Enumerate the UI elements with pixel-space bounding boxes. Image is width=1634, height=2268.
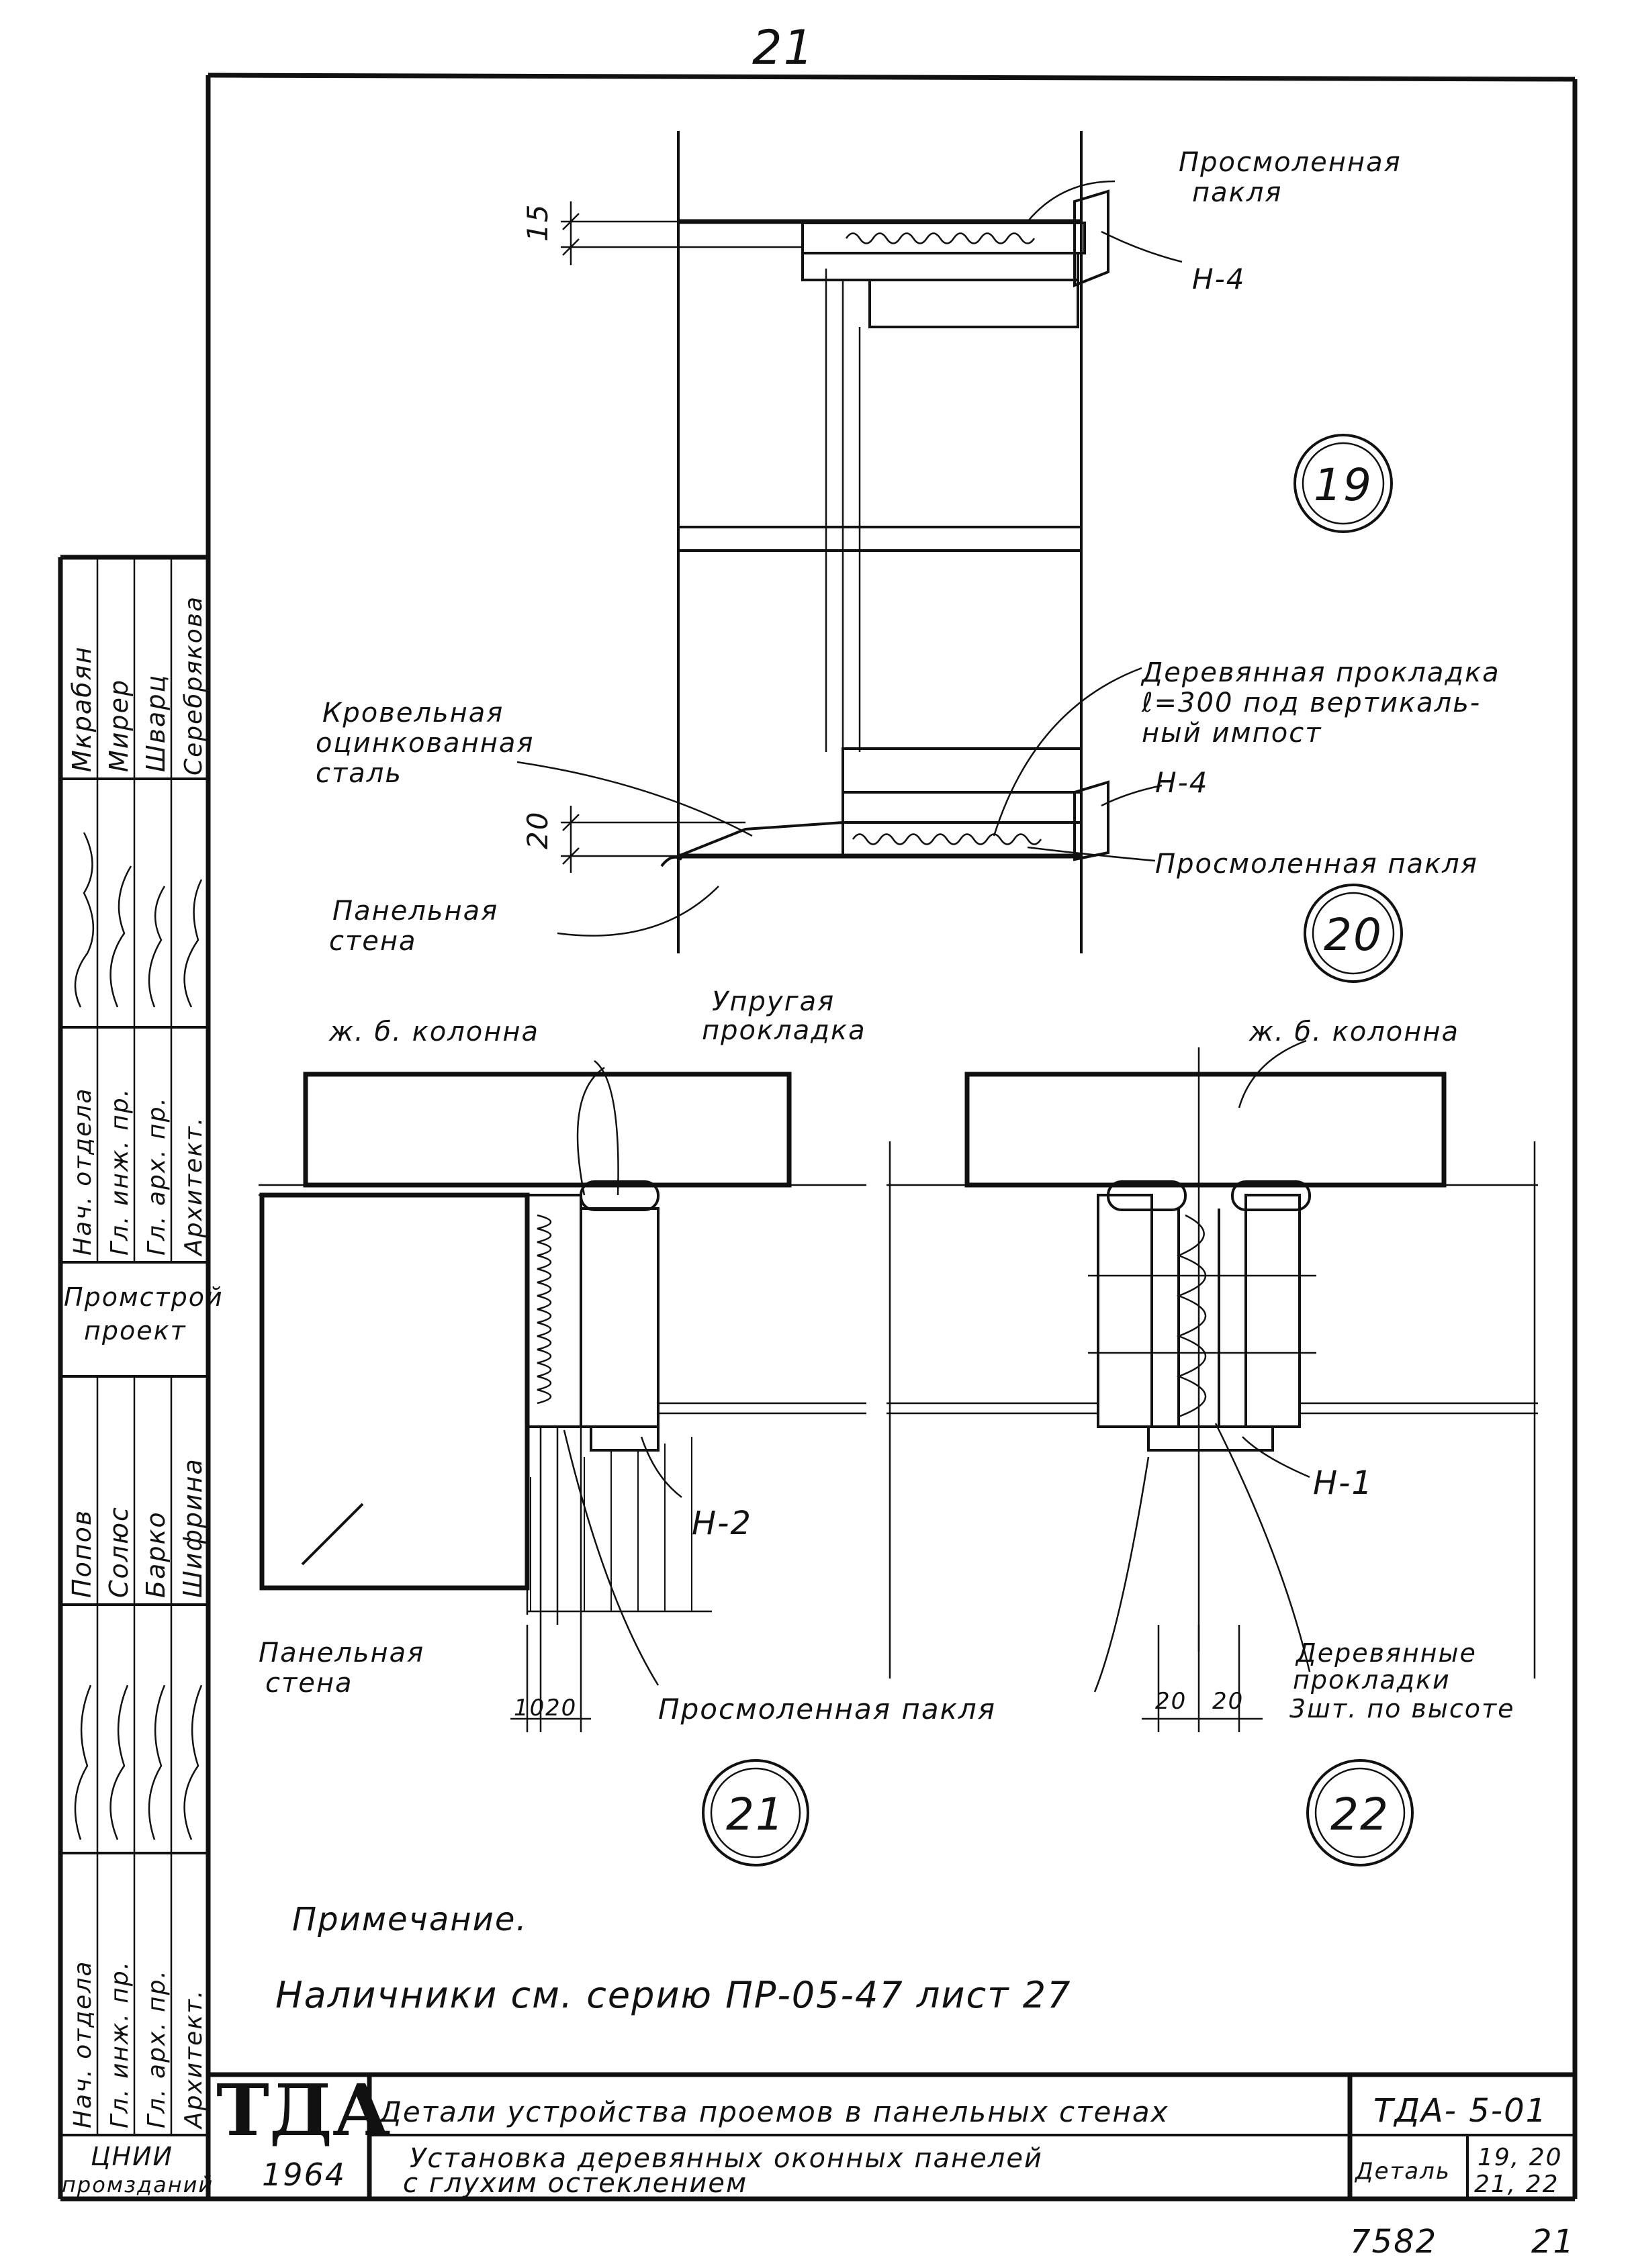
sheet-frame bbox=[60, 73, 1578, 2202]
side-lower-name-2: Солюс bbox=[104, 1506, 134, 1598]
side-upper-role-2: Гл. инж. пр. bbox=[106, 1088, 134, 1256]
h2-label: Н-2 bbox=[692, 1505, 752, 1542]
side-upper-role-3: Гл. арх. пр. bbox=[143, 1096, 171, 1256]
dim-15-label: 15 bbox=[521, 203, 554, 242]
rc-column-right: ж. б. колонна bbox=[1249, 1017, 1459, 1047]
wood-gasket-line1: Деревянная прокладка bbox=[1140, 657, 1500, 688]
note-text: Наличники см. серию ПР-05-47 лист 27 bbox=[275, 1974, 1072, 2016]
elastic-gasket-line2: прокладка bbox=[702, 1015, 866, 1046]
tarred-oakum-top-line2: пакля bbox=[1192, 177, 1282, 208]
stamp-detail-label: Деталь bbox=[1354, 2158, 1451, 2185]
side-lower-name-4: Шифрина bbox=[178, 1458, 208, 1598]
wood-gasket-line3: ный импост bbox=[1142, 718, 1322, 749]
detail-20-number: 20 bbox=[1324, 909, 1383, 961]
stamp-title-line2: Установка деревянных оконных панелей bbox=[410, 2143, 1043, 2174]
side-upper-name-2: Мирер bbox=[104, 679, 134, 772]
detail-20-drawing: 20 bbox=[516, 667, 1163, 953]
wood-gasket-line2: ℓ=300 под вертикаль- bbox=[1141, 688, 1481, 718]
side-upper-role-1: Нач. отдела bbox=[69, 1088, 97, 1256]
tarred-oakum-mid: Просмоленная пакля bbox=[1155, 849, 1478, 880]
side-upper-name-4: Серебрякова bbox=[180, 596, 208, 775]
side-lower-role-4: Архитект. bbox=[180, 1989, 208, 2130]
detail-19-number: 19 bbox=[1314, 459, 1373, 511]
dim-10-label: 10 bbox=[514, 1695, 545, 1721]
detail-22-drawing bbox=[887, 1039, 1538, 1693]
h4-mid-label: Н-4 bbox=[1155, 766, 1208, 799]
note-heading: Примечание. bbox=[292, 1901, 528, 1938]
detail-22-number: 22 bbox=[1330, 1789, 1390, 1840]
detail-19-drawing: 15 bbox=[521, 131, 1183, 752]
stamp-code: ТДА- 5-01 bbox=[1373, 2092, 1547, 2130]
tarred-oakum-bottom: Просмоленная пакля bbox=[658, 1693, 996, 1726]
dim-20a-label: 20 bbox=[545, 1695, 577, 1721]
tarred-oakum-top-line1: Просмоленная bbox=[1179, 147, 1402, 178]
panel-wall-2-line2: стена bbox=[265, 1668, 353, 1699]
detail-22-marker: 22 bbox=[1306, 1759, 1414, 1867]
roof-steel-line1: Кровельная bbox=[322, 698, 504, 728]
inventory-number: 7582 bbox=[1350, 2223, 1437, 2261]
stamp-title-line1: Детали устройства проемов в панельных ст… bbox=[378, 2095, 1169, 2128]
panel-wall-1-line2: стена bbox=[329, 926, 417, 957]
signatures-upper bbox=[74, 832, 203, 1008]
elastic-gasket-line1: Упругая bbox=[712, 986, 835, 1017]
side-lower-role-1: Нач. отдела bbox=[69, 1960, 97, 2128]
page-number-bottom: 21 bbox=[1531, 2223, 1575, 2261]
side-stamp-grid bbox=[58, 555, 208, 2199]
roof-steel-line2: оцинкованная bbox=[316, 728, 534, 759]
h4-top-label: Н-4 bbox=[1192, 263, 1245, 295]
detail-21-marker: 21 bbox=[702, 1759, 809, 1867]
stamp-title-line3: с глухим остеклением bbox=[403, 2168, 747, 2199]
side-upper-org-2: проект bbox=[84, 1316, 187, 1345]
side-lower-org-2: промзданий bbox=[62, 2172, 214, 2198]
detail-20-marker: 20 bbox=[1304, 884, 1403, 983]
detail-19-marker: 19 bbox=[1293, 434, 1393, 533]
roof-steel-line3: сталь bbox=[316, 758, 402, 789]
tda-logo: ТДА bbox=[216, 2068, 390, 2152]
detail-21-dimensions bbox=[510, 1625, 591, 1732]
side-upper-org-1: Промстрой bbox=[64, 1282, 224, 1312]
side-lower-org-1: ЦНИИ bbox=[91, 2142, 173, 2171]
side-lower-name-1: Попов bbox=[67, 1509, 97, 1598]
stamp-detail-numbers-2: 21, 22 bbox=[1474, 2171, 1559, 2198]
dim-20b-label: 20 bbox=[1155, 1688, 1187, 1715]
h1-label: Н-1 bbox=[1313, 1464, 1373, 1502]
panel-wall-2-line1: Панельная bbox=[259, 1638, 424, 1668]
stamp-year: 1964 bbox=[262, 2157, 346, 2193]
wood-gaskets-line1: Деревянные bbox=[1295, 1638, 1477, 1668]
rc-column-left: ж. б. колонна bbox=[328, 1017, 539, 1047]
side-upper-name-3: Шварц bbox=[141, 674, 171, 772]
side-upper-name-1: Мкрабян bbox=[67, 646, 97, 772]
title-block bbox=[206, 2072, 1575, 2199]
side-lower-role-2: Гл. инж. пр. bbox=[106, 1960, 134, 2128]
detail-21-number: 21 bbox=[726, 1789, 785, 1840]
signatures-lower bbox=[74, 1685, 203, 1840]
side-upper-role-4: Архитект. bbox=[180, 1117, 208, 1257]
side-lower-name-3: Барко bbox=[141, 1511, 171, 1598]
detail-22-dimensions bbox=[1142, 1625, 1263, 1732]
stamp-detail-numbers-1: 19, 20 bbox=[1478, 2144, 1563, 2171]
dim-20-label: 20 bbox=[521, 811, 554, 849]
panel-wall-1-line1: Панельная bbox=[332, 896, 498, 927]
side-lower-role-3: Гл. арх. пр. bbox=[143, 1969, 171, 2128]
wood-gaskets-line3: 3шт. по высоте bbox=[1289, 1694, 1514, 1723]
dim-20c-label: 20 bbox=[1212, 1688, 1244, 1715]
page-number-top: 21 bbox=[752, 20, 815, 75]
wood-gaskets-line2: прокладки bbox=[1293, 1665, 1451, 1695]
detail-21-drawing bbox=[259, 1060, 866, 1686]
